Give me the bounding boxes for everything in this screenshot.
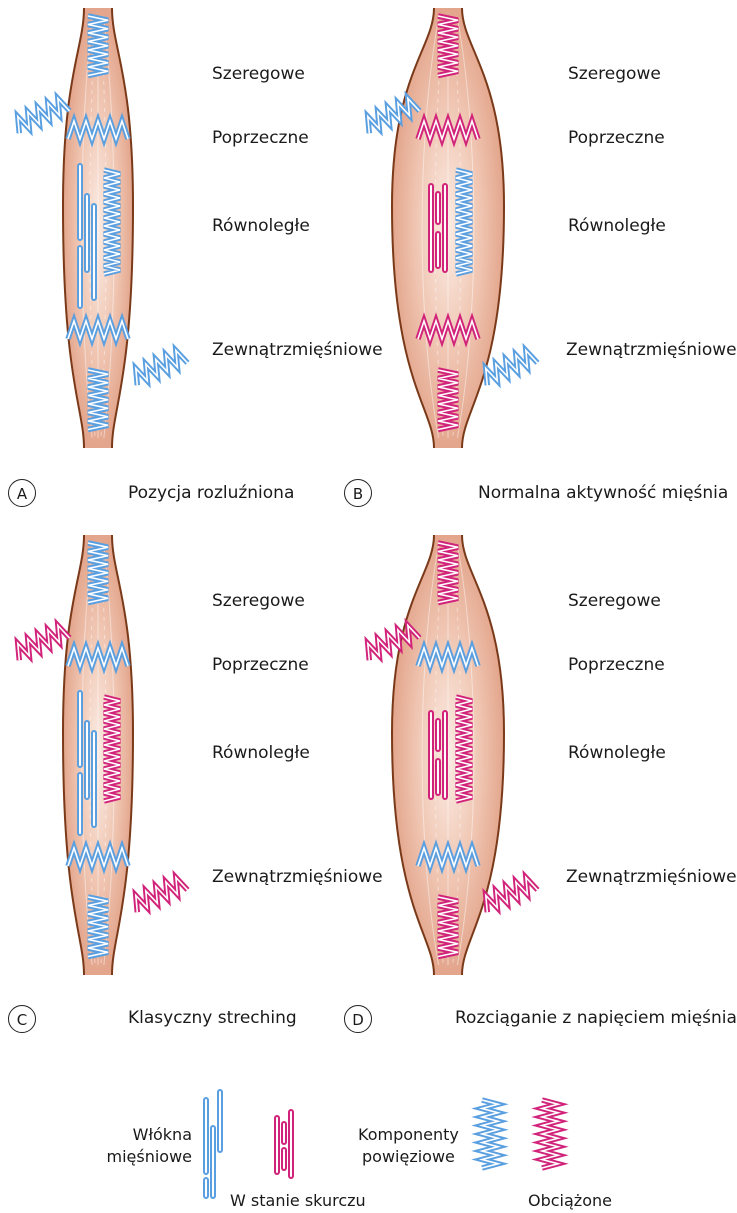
label-parallel-b: Równoległe	[568, 216, 666, 236]
panel-letter-a: A	[8, 479, 36, 507]
label-extramuscular-a: Zewnątrzmięśniowe	[212, 340, 383, 360]
legend-fibers-line1: Włókna	[98, 1124, 192, 1145]
label-extramuscular-d: Zewnątrzmięśniowe	[566, 867, 737, 887]
caption-c: Klasyczny streching	[128, 1008, 297, 1028]
label-extramuscular-c: Zewnątrzmięśniowe	[212, 867, 383, 887]
label-series-a: Szeregowe	[212, 64, 305, 84]
label-parallel-c: Równoległe	[212, 743, 310, 763]
legend-contracted: W stanie skurczu	[230, 1190, 366, 1211]
label-transverse-c: Poprzeczne	[212, 655, 309, 675]
legend-loaded: Obciążone	[528, 1190, 612, 1211]
label-transverse-a: Poprzeczne	[212, 128, 309, 148]
label-series-d: Szeregowe	[568, 591, 661, 611]
label-parallel-a: Równoległe	[212, 216, 310, 236]
label-transverse-d: Poprzeczne	[568, 655, 665, 675]
legend-fascia-line1: Komponenty	[358, 1124, 459, 1145]
panel-letter-c: C	[8, 1005, 36, 1033]
legend-fascia-line2: powięziowe	[362, 1146, 455, 1167]
caption-a: Pozycja rozluźniona	[128, 483, 294, 503]
caption-d: Rozciąganie z napięciem mięśnia	[455, 1008, 737, 1028]
panel-letter-d: D	[344, 1005, 372, 1033]
legend-fibers-line2: mięśniowe	[98, 1146, 192, 1167]
label-series-b: Szeregowe	[568, 64, 661, 84]
panel-d	[368, 535, 538, 975]
panel-letter-b: B	[344, 479, 372, 507]
caption-b: Normalna aktywność mięśnia	[478, 483, 728, 503]
panel-c	[18, 535, 188, 975]
panel-a	[18, 8, 188, 448]
label-extramuscular-b: Zewnątrzmięśniowe	[566, 340, 737, 360]
panel-b	[368, 8, 538, 448]
label-series-c: Szeregowe	[212, 591, 305, 611]
label-parallel-d: Równoległe	[568, 743, 666, 763]
label-transverse-b: Poprzeczne	[568, 128, 665, 148]
